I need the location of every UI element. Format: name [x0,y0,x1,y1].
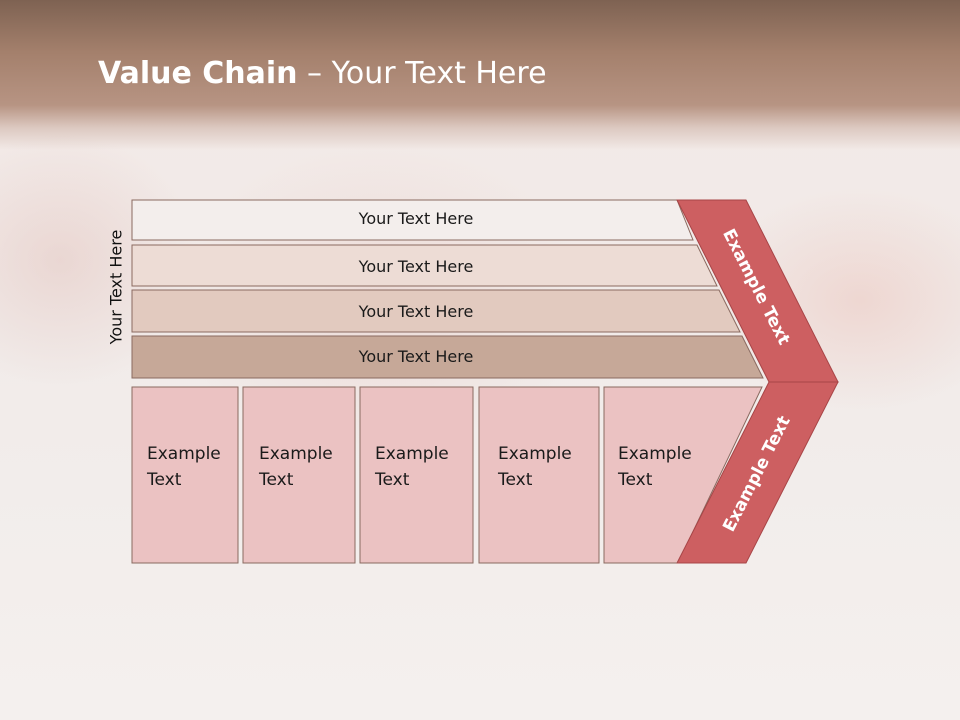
primary-box-3-line2: Text [374,470,410,490]
reflection-box-3-line2: Text [374,636,410,656]
primary-box-3 [359,386,474,564]
primary-box-5-line2: Text [617,470,653,490]
support-row-1-label: Your Text Here [358,209,474,228]
reflection-box-2-line2: Text [258,636,294,656]
header-band [0,0,960,150]
reflection-box-2-line1: Example [259,662,333,682]
primary-box-4 [478,386,600,564]
primary-box-1 [131,386,239,564]
primary-box-2-line1: Example [259,444,333,464]
title-rest: – Your Text Here [297,56,547,91]
primary-box-5-line1: Example [618,444,692,464]
support-row-4-label: Your Text Here [358,347,474,366]
primary-box-4-line2: Text [497,470,533,490]
support-row-1 [131,199,694,241]
primary-box-1-line2: Text [146,470,182,490]
reflection-box-5-line1: Example [618,662,692,682]
primary-box-2 [242,386,356,564]
support-row-2-label: Your Text Here [358,257,474,276]
support-row-3 [131,289,741,333]
primary-box-1-line1: Example [147,444,221,464]
reflection-box-4-line2: Text [497,636,533,656]
reflection: Example Text Example Text Example Text E… [131,562,826,720]
support-row-4 [131,335,764,379]
reflection-box-1-line1: Example [147,662,221,682]
reflection-box-4-line1: Example [498,662,572,682]
reflection-box-1-line2: Text [146,636,182,656]
primary-box-4-line1: Example [498,444,572,464]
reflection-box-5-line2: Text [617,636,653,656]
support-row-2 [131,244,718,287]
primary-box-2-line2: Text [258,470,294,490]
primary-box-3-line1: Example [375,444,449,464]
support-row-3-label: Your Text Here [358,302,474,321]
page-title: Value Chain – Your Text Here [98,56,547,91]
reflection-box-3-line1: Example [375,662,449,682]
title-bold: Value Chain [98,56,298,91]
